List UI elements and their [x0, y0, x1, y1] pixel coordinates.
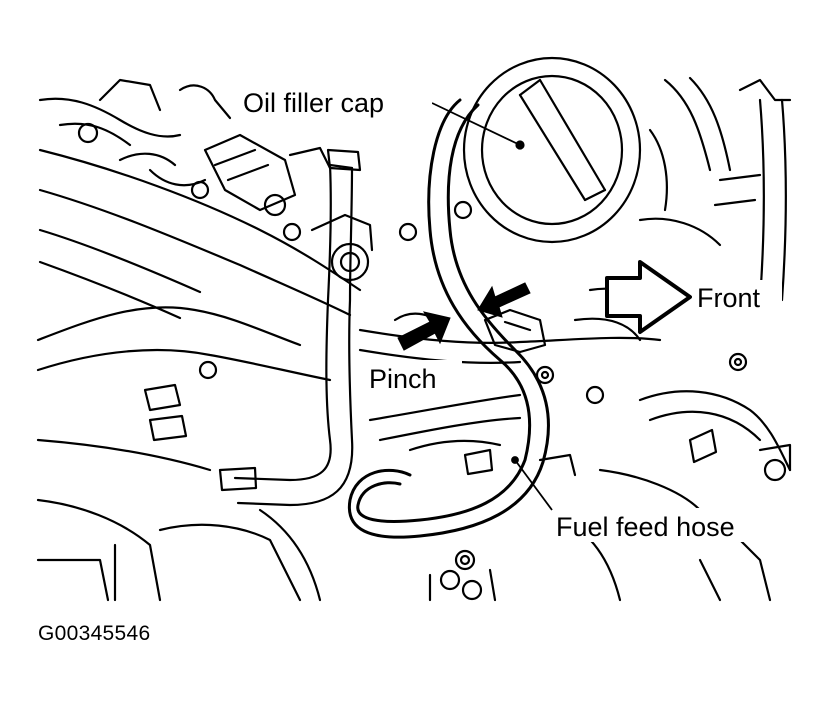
label-oil-filler-cap: Oil filler cap: [243, 88, 384, 118]
leader-oil-filler-cap: [431, 102, 521, 146]
label-pinch: Pinch: [369, 364, 437, 394]
fuel-feed-hose-line: [347, 98, 550, 539]
figure-id: G00345546: [38, 622, 151, 645]
pinch-arrow-right-icon: [477, 282, 531, 318]
front-direction-arrow-icon: [605, 260, 692, 334]
pinch-arrows: [397, 282, 531, 351]
label-front: Front: [697, 283, 761, 313]
leader-fuel-dot: [511, 456, 519, 464]
pinch-arrow-left-icon: [397, 311, 451, 351]
label-backgrounds: [240, 82, 782, 542]
label-fuel-feed-hose: Fuel feed hose: [556, 512, 735, 542]
leader-fuel-feed-hose: [514, 459, 553, 511]
